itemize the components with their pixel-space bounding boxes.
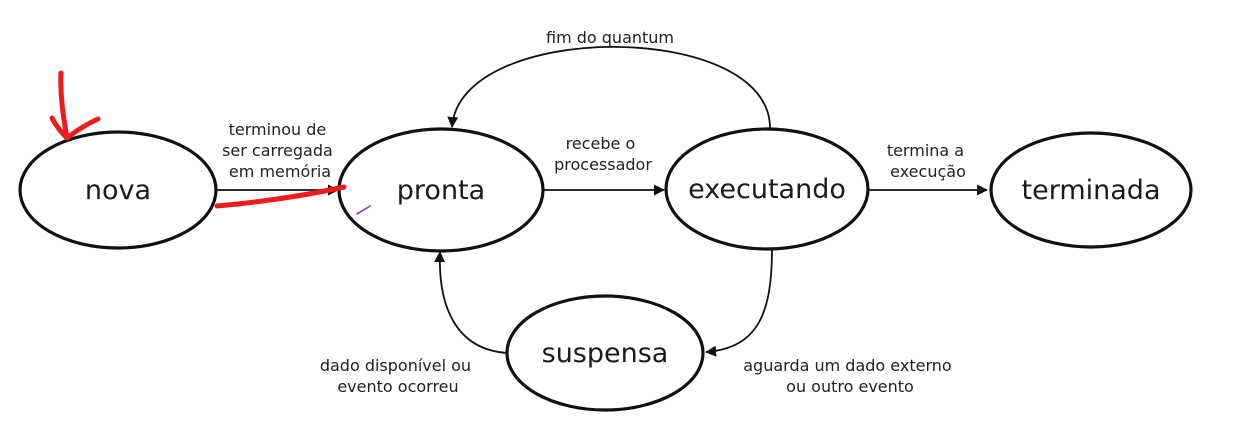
state-terminada-label: terminada (1022, 175, 1161, 206)
label-executando-terminada: termina a execução (887, 141, 969, 181)
annotation-tick-mark (356, 205, 371, 215)
state-nova: nova (18, 130, 218, 250)
edge-suspensa-pronta (434, 251, 509, 354)
annotation-arrow-icon (49, 70, 101, 141)
label-executando-suspensa: aguarda um dado externo ou outro evento (743, 356, 957, 396)
edge-executando-suspensa (705, 247, 773, 357)
label-executando-pronta: fim do quantum (546, 28, 674, 47)
state-nova-label: nova (85, 175, 151, 206)
label-suspensa-pronta: dado disponível ou evento ocorreu (320, 356, 476, 396)
state-executando-label: executando (688, 174, 846, 205)
state-suspensa-label: suspensa (542, 338, 669, 369)
state-terminada: terminada (989, 131, 1193, 249)
state-pronta-label: pronta (397, 175, 485, 206)
state-suspensa: suspensa (505, 294, 705, 412)
annotation-underline-stroke (214, 184, 347, 209)
label-pronta-executando: recebe o processador (554, 134, 652, 174)
state-executando: executando (664, 127, 870, 251)
edge-executando-pronta (447, 46, 771, 129)
state-pronta: pronta (337, 127, 545, 253)
label-nova-pronta: terminou de ser carregada em memória (222, 120, 338, 181)
